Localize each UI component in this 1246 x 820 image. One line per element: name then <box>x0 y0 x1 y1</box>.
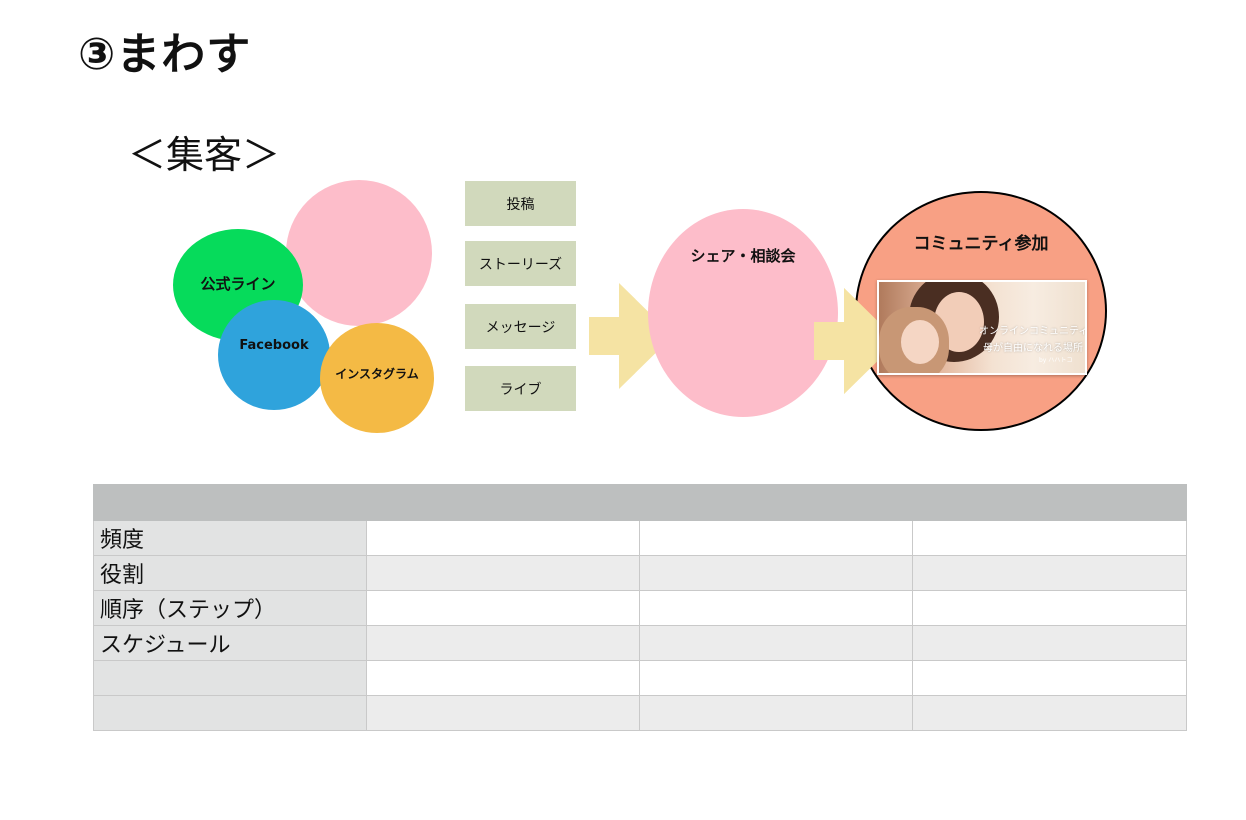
table-cell[interactable] <box>912 520 1187 556</box>
photo-caption-2: 母が自由になれる場所 <box>983 343 1083 354</box>
table-cell[interactable] <box>912 695 1187 731</box>
table-cell[interactable] <box>639 555 913 591</box>
table-cell[interactable] <box>366 590 640 626</box>
box-message: メッセージ <box>465 304 576 349</box>
community-photo: オンラインコミュニティ 母が自由になれる場所 by ハハトコ <box>877 280 1087 375</box>
page-title: ③まわす <box>78 29 252 80</box>
table-row: 役割 <box>93 555 1187 591</box>
arrow-right-icon <box>589 283 673 389</box>
table-cell[interactable] <box>366 555 640 591</box>
share-label: シェア・相談会 <box>690 247 796 265</box>
box-post: 投稿 <box>465 181 576 226</box>
row-label: 頻度 <box>93 520 367 556</box>
table-row: 順序（ステップ） <box>93 590 1187 626</box>
table-cell[interactable] <box>912 625 1187 661</box>
table-row <box>93 695 1187 731</box>
pink-circle <box>286 180 432 326</box>
row-label <box>93 695 367 731</box>
row-label <box>93 660 367 696</box>
facebook-circle: Facebook <box>218 300 330 410</box>
table-cell[interactable] <box>912 555 1187 591</box>
photo-caption-3: by ハハトコ <box>1039 357 1073 364</box>
table-cell[interactable] <box>912 660 1187 696</box>
table-row <box>93 660 1187 696</box>
table-header <box>93 484 1187 521</box>
table-cell[interactable] <box>366 660 640 696</box>
box-stories: ストーリーズ <box>465 241 576 286</box>
box-post-label: 投稿 <box>506 196 535 213</box>
arrow-right-icon <box>814 288 898 394</box>
table-cell[interactable] <box>639 660 913 696</box>
table-row: スケジュール <box>93 625 1187 661</box>
table-cell[interactable] <box>639 625 913 661</box>
section-subtitle: ＜集客＞ <box>128 133 281 177</box>
community-label: コミュニティ参加 <box>913 234 1049 254</box>
row-label: 順序（ステップ） <box>93 590 367 626</box>
row-label: スケジュール <box>93 625 367 661</box>
table-cell[interactable] <box>366 625 640 661</box>
box-message-label: メッセージ <box>485 319 556 336</box>
box-live: ライブ <box>465 366 576 411</box>
box-live-label: ライブ <box>499 381 542 398</box>
table-cell[interactable] <box>639 590 913 626</box>
table-row: 頻度 <box>93 520 1187 556</box>
instagram-circle: インスタグラム <box>320 323 434 433</box>
plan-table: 頻度 役割 順序（ステップ） スケジュール <box>93 484 1187 731</box>
table-cell[interactable] <box>366 695 640 731</box>
row-label: 役割 <box>93 555 367 591</box>
box-stories-label: ストーリーズ <box>478 256 563 273</box>
instagram-label: インスタグラム <box>335 366 419 381</box>
line-label: 公式ライン <box>200 274 276 293</box>
table-cell[interactable] <box>366 520 640 556</box>
table-cell[interactable] <box>639 695 913 731</box>
photo-child-face <box>901 320 939 364</box>
table-cell[interactable] <box>912 590 1187 626</box>
facebook-label: Facebook <box>239 337 309 353</box>
table-cell[interactable] <box>639 520 913 556</box>
share-circle: シェア・相談会 <box>648 209 838 417</box>
table-header-row <box>93 484 1187 521</box>
photo-caption-1: オンラインコミュニティ <box>979 326 1087 337</box>
